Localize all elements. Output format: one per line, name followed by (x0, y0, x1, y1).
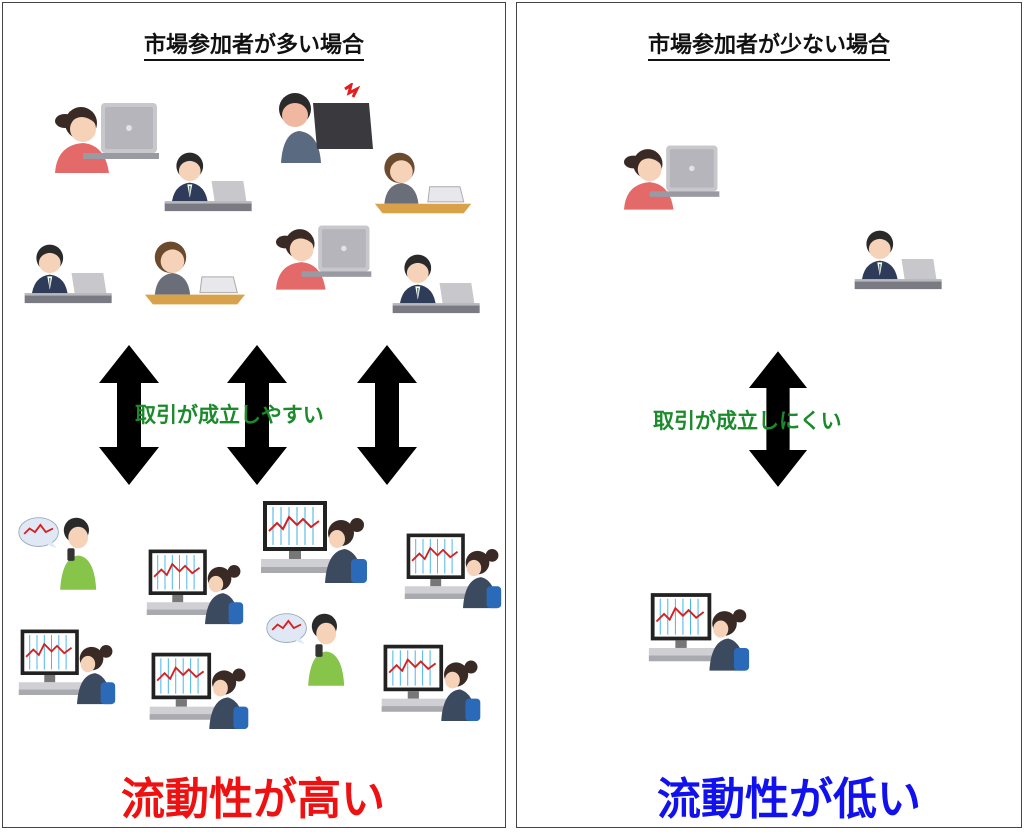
left-panel: 市場参加者が多い場合 取引が成立しやすい 流動性が高い (2, 2, 506, 828)
trade-easy-label: 取引が成立しやすい (135, 403, 324, 427)
trader-monitor-icon (647, 589, 751, 671)
person-laptop-icon (265, 213, 375, 293)
man-laptop-icon (391, 243, 483, 323)
double-arrow-icon (227, 345, 287, 485)
liquidity-high-label: 流動性が高い (121, 774, 385, 825)
trader-monitor-icon (259, 497, 369, 583)
phone-chart-icon (17, 511, 107, 591)
trader-monitor-icon (145, 545, 245, 625)
man-laptop-icon (163, 141, 255, 221)
trade-hard-label: 取引が成立しにくい (653, 409, 842, 433)
double-arrow-icon (748, 351, 808, 487)
trader-monitor-icon (147, 649, 251, 729)
man-laptop-icon (853, 219, 945, 299)
person-laptop-icon (613, 133, 723, 213)
phone-chart-icon (265, 607, 355, 687)
right-panel: 市場参加者が少ない場合 取引が成立しにくい 流動性が低い (516, 2, 1022, 828)
double-arrow-icon (357, 345, 417, 485)
woman-desk-laptop-icon (373, 143, 477, 223)
man-laptop-icon (23, 233, 115, 313)
trader-monitor-icon (379, 641, 483, 721)
trader-monitor-icon (17, 625, 117, 705)
left-panel-title: 市場参加者が多い場合 (3, 27, 505, 61)
liquidity-low-label: 流動性が低い (657, 774, 921, 825)
angry-man-laptop-icon (265, 83, 385, 163)
person-laptop-icon (43, 93, 163, 173)
woman-desk-laptop-icon (143, 233, 251, 313)
right-panel-title: 市場参加者が少ない場合 (517, 27, 1021, 61)
trader-monitor-icon (403, 529, 503, 609)
double-arrow-icon (99, 345, 159, 485)
